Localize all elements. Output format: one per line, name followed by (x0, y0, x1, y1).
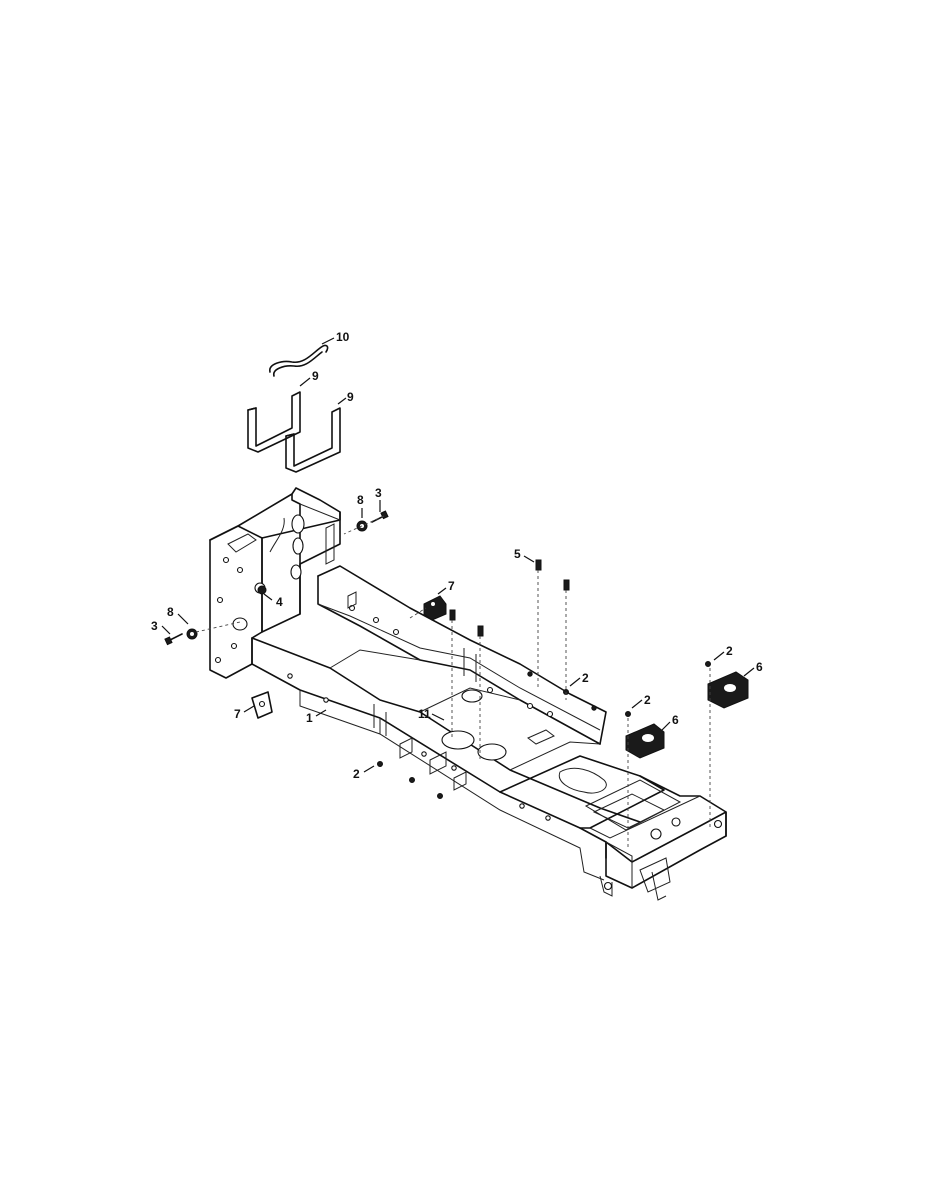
callout-labels: 10 9 9 8 3 5 7 4 8 3 2 2 6 2 6 11 1 7 2 (151, 330, 763, 781)
callout-7a: 7 (448, 579, 455, 593)
callout-8a: 8 (357, 493, 364, 507)
callout-9a: 9 (312, 369, 319, 383)
callout-2d: 2 (353, 767, 360, 781)
callout-11: 11 (418, 707, 431, 721)
bushing-part (257, 585, 267, 595)
u-bracket-part (247, 391, 341, 473)
nut-part-b (186, 628, 198, 640)
pivot-bracket-part-a (625, 723, 665, 759)
callout-3a: 3 (375, 486, 382, 500)
callout-8b: 8 (167, 605, 174, 619)
main-frame-part (209, 487, 727, 901)
callout-1: 1 (306, 711, 313, 725)
callout-6a: 6 (672, 713, 679, 727)
bolt-part-b (164, 633, 183, 646)
callout-4: 4 (276, 595, 283, 609)
callout-10: 10 (336, 330, 350, 344)
spring-clip-part (269, 344, 329, 377)
callout-2b: 2 (644, 693, 651, 707)
bracket-part-b (251, 691, 273, 719)
pivot-bracket-part-b (707, 671, 749, 709)
stud-part (449, 559, 570, 637)
callout-3b: 3 (151, 619, 158, 633)
bracket-part-a (423, 595, 447, 621)
callout-2a: 2 (582, 671, 589, 685)
callout-5: 5 (514, 547, 521, 561)
callout-2c: 2 (726, 644, 733, 658)
callout-6b: 6 (756, 660, 763, 674)
assembly-guide-lines (195, 515, 711, 850)
bolt-part-a (371, 510, 389, 523)
callout-9b: 9 (347, 390, 354, 404)
callout-leaders (161, 337, 755, 773)
callout-7b: 7 (234, 707, 241, 721)
